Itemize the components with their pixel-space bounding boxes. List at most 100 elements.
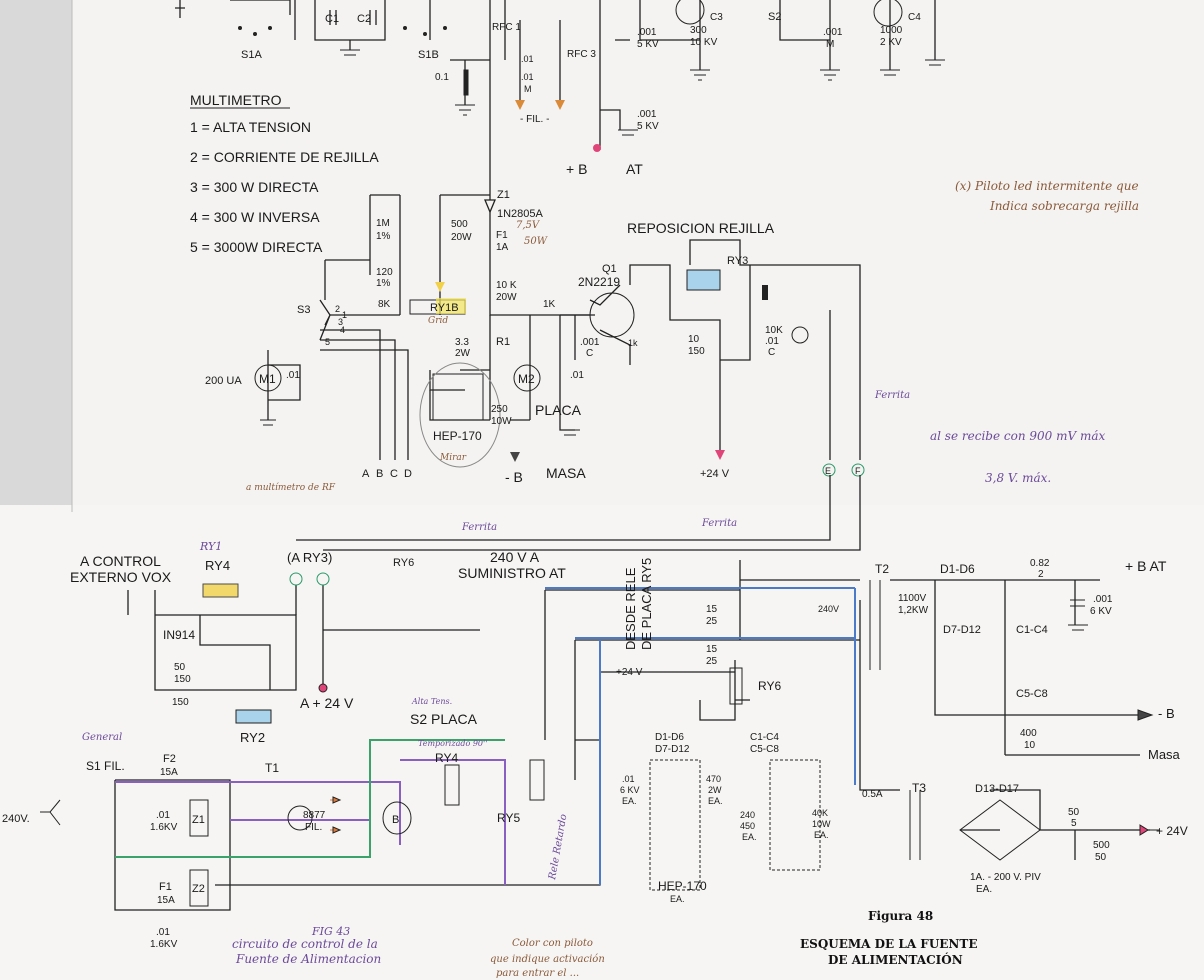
c1c4-label: C1-C4 xyxy=(1016,624,1048,636)
note-color-2: que indique activación xyxy=(490,954,605,965)
upper-page xyxy=(72,0,1204,512)
note-signal-1: al se recibe con 900 mV máx xyxy=(930,429,1105,443)
c16kva-label: 1.6KV xyxy=(150,822,178,833)
top-tank-section: S1A S1B C1 C2 RFC 1 RFC 3 C3 300 10 KV C… xyxy=(175,0,945,177)
v1100-label: 1100V xyxy=(898,593,927,604)
m1-label: M1 xyxy=(259,372,276,386)
plus-b-label: + B xyxy=(566,161,587,177)
kit-kea4: EA. xyxy=(814,830,829,840)
c5c8-label: C5-C8 xyxy=(1016,688,1048,700)
d13-label: D13-D17 xyxy=(975,783,1019,795)
note-circuito-2: Fuente de Alimentacion xyxy=(235,952,381,966)
cap-01m-2: .01 xyxy=(521,72,534,82)
c10-label: 10 xyxy=(688,334,700,345)
r50-label: 50 xyxy=(1068,807,1080,818)
cap-m: M xyxy=(826,39,834,50)
ry1b-label: RY1B xyxy=(430,302,459,314)
term-f: F xyxy=(855,466,861,476)
v8877-label: 8877 xyxy=(303,810,326,821)
control-label: A CONTROL xyxy=(80,553,161,569)
kit-c5c8: C5-C8 xyxy=(750,744,779,755)
cap-0.1: 0.1 xyxy=(435,72,449,83)
piv-label: 1A. - 200 V. PIV xyxy=(970,872,1041,883)
ry3-label: RY3 xyxy=(727,255,748,267)
r25b-label: 25 xyxy=(706,656,718,667)
c3-label: C3 xyxy=(710,12,723,23)
desde-rele-label: DESDE RELE xyxy=(623,567,638,650)
r1m-label: 1M xyxy=(376,218,390,229)
control-section: A CONTROL EXTERNO VOX RY4 (A RY3) IN914 … xyxy=(2,475,1188,967)
r500-label: 500 xyxy=(451,219,468,230)
f1-label: F1 xyxy=(496,230,508,241)
c3-kv: 10 KV xyxy=(690,37,718,48)
externo-vox-label: EXTERNO VOX xyxy=(70,569,172,585)
note-ferrita-2: Ferrita xyxy=(701,518,737,529)
note-color-3: para entrar el ... xyxy=(496,968,579,979)
zener-label: 1N2805A xyxy=(497,208,544,220)
r120-label: 120 xyxy=(376,267,393,278)
c150-label: 150 xyxy=(688,346,705,357)
ry3ref-label: (A RY3) xyxy=(287,550,332,565)
term-a: A xyxy=(362,468,370,480)
sw-pos-5: 5 xyxy=(325,337,330,347)
note-grid: Grid xyxy=(428,316,448,326)
placa-ry5-label: DE PLACA RY5 xyxy=(639,558,654,650)
metering-section: Z1 1N2805A 500 20W F1 1A 7,5V 50W 1M 1% … xyxy=(205,100,865,493)
note-color-1: Color con piloto xyxy=(512,938,593,949)
sw-pos-3: 3 xyxy=(338,317,343,327)
r082w-label: 2 xyxy=(1038,569,1044,580)
term-e: E xyxy=(825,466,831,476)
fan-label: B xyxy=(392,814,399,826)
m1-value: 200 UA xyxy=(205,375,242,387)
multimetro-title: MULTIMETRO xyxy=(190,92,282,108)
c6kv-label: 6 KV xyxy=(1090,606,1112,617)
r120pct-label: 1% xyxy=(376,278,391,289)
f2a-label: 15A xyxy=(160,767,178,778)
ry6-label: RY6 xyxy=(393,557,414,569)
note-ry1: RY1 xyxy=(199,540,222,553)
handwritten-notes-top: (x) Piloto led intermitente que Indica s… xyxy=(930,179,1139,485)
v12kw-label: 1,2KW xyxy=(898,605,929,616)
rfc3-label: RFC 3 xyxy=(567,49,596,60)
r50w-note: 50W xyxy=(524,236,548,247)
suministro-label: SUMINISTRO AT xyxy=(458,565,566,581)
bat-label: + B AT xyxy=(1125,558,1167,574)
note-mirar: Mirar xyxy=(439,453,467,463)
t1-label: T1 xyxy=(265,761,279,775)
piv-ea-label: EA. xyxy=(976,884,992,895)
kit-k01: .01 xyxy=(622,774,635,784)
r1-label: R1 xyxy=(496,336,510,348)
240va-label: 240 V A xyxy=(490,549,540,565)
c50b-label: 50 xyxy=(1095,852,1107,863)
q1-part-label: 2N2219 xyxy=(578,275,620,289)
r10k-label: 10 K xyxy=(496,280,517,291)
z1-label: Z1 xyxy=(497,189,510,201)
sw-pos-1: 1 xyxy=(342,310,347,320)
r05a-label: 0.5A xyxy=(862,789,883,800)
kit-k40k: 40K xyxy=(812,808,828,818)
note-ferrita-3: Ferrita xyxy=(874,390,910,401)
cap-01m-1: .01 xyxy=(521,54,534,64)
multimetro-item-3: 3 = 300 W DIRECTA xyxy=(190,179,319,195)
note-fig43: FIG 43 xyxy=(311,925,350,938)
r500w-label: 20W xyxy=(451,232,472,243)
note-led-1: (x) Piloto led intermitente que xyxy=(955,179,1139,193)
v240-input-label: 240V. xyxy=(2,813,30,825)
r2w-label: 2W xyxy=(455,348,471,359)
z1b-label: Z1 xyxy=(192,814,205,826)
sw-pos-2: 2 xyxy=(335,304,340,314)
plus24-label: +24 V xyxy=(700,468,730,480)
r25a-label: 25 xyxy=(706,616,718,627)
r5-label: 5 xyxy=(1071,818,1077,829)
s1b-label: S1B xyxy=(418,49,439,61)
s1a-label: S1A xyxy=(241,49,262,61)
kit-k10w: 10W xyxy=(812,819,831,829)
ry4-label: RY4 xyxy=(205,558,230,573)
cap-5kv-a: 5 KV xyxy=(637,39,659,50)
a24-label: A + 24 V xyxy=(300,695,354,711)
d1d6-label: D1-D6 xyxy=(940,562,975,576)
r1k-small: 1k xyxy=(628,338,638,348)
note-circuito-1: circuito de control de la xyxy=(232,937,378,951)
kit-k6kv: 6 KV xyxy=(620,785,640,795)
cap-001-b: .001 xyxy=(637,109,657,120)
